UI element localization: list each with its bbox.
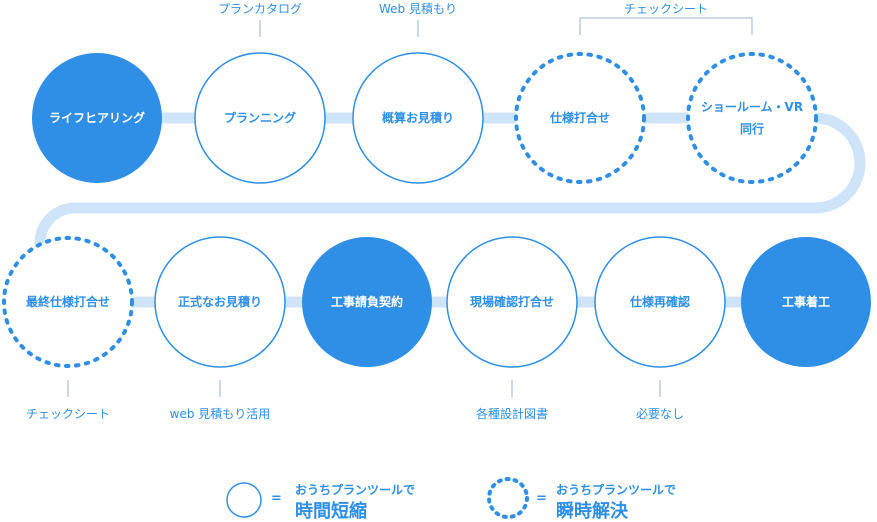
legend-small-2: おうちプランツールで [556,483,677,497]
legend-big-2: 瞬時解決 [556,501,628,522]
legend-dotted-circle [487,477,529,519]
note-not-needed: 必要なし [635,407,685,421]
step-circle-dotted [2,236,134,368]
step-label: 仕様再確認 [629,295,691,309]
step-label: 仕様打合せ [549,111,611,125]
step-label: ライフヒアリング [48,111,146,125]
step-circle-solid [594,236,726,368]
step-label: 概算お見積り [381,111,455,125]
step-label: 現場確認打合せ [469,295,555,309]
note-plan-catalog: プランカタログ [217,2,303,16]
note-drawings: 各種設計図書 [475,407,549,421]
step-label: 工事請負契約 [330,295,404,309]
legend-solid-circle [226,482,262,518]
step-circle-solid [446,236,578,368]
step-circle-dotted [514,52,646,184]
step-circle-filled [741,237,871,367]
step-circle-solid [352,52,484,184]
legend-big-1: 時間短縮 [295,501,367,522]
step-circle-filled [32,53,162,183]
step-label: プランニング [223,111,297,125]
connector-curve [34,112,866,260]
step-circle-solid [154,236,286,368]
note-check-sheet-top: チェックシート [623,2,709,16]
step-label: ショールーム・VR 同行 [700,100,804,136]
step-label: 正式なお見積り [177,295,263,309]
note-check-sheet-bottom: チェックシート [25,407,111,421]
step-label: 工事着工 [781,295,831,309]
step-circle-dotted [686,52,818,184]
step-label: 最終仕様打合せ [25,295,111,309]
step-circle-solid [194,52,326,184]
step-circle-filled [302,237,432,367]
note-web-estimate: Web 見積もり [379,2,457,16]
note-web-estimate-use: web 見積もり活用 [169,407,271,421]
legend-small-1: おうちプランツールで [295,483,416,497]
check-sheet-bracket [579,17,753,35]
legend-equals-2: = [536,491,547,506]
legend-equals-1: = [271,491,282,506]
